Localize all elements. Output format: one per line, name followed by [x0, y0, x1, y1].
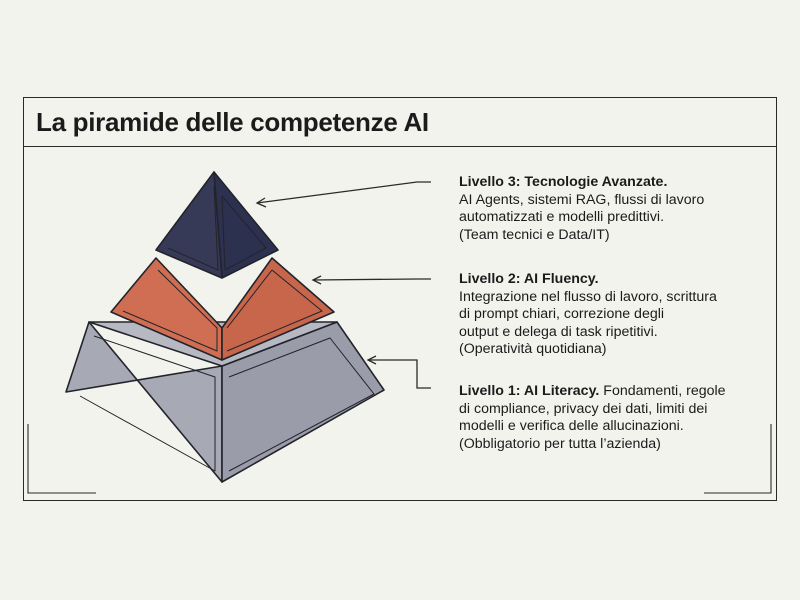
arrow-level-2 [312, 278, 431, 281]
level-3-line-3: (Team tecnici e Data/IT) [459, 226, 610, 243]
level-1-heading: Livello 1: AI Literacy. [459, 383, 600, 399]
level-1-first-line: Livello 1: AI Literacy. Fondamenti, rego… [459, 383, 779, 401]
level-2-heading: Livello 2: AI Fluency. [459, 271, 599, 287]
level-3-description: Livello 3: Tecnologie Avanzate. AI Agent… [459, 174, 779, 244]
arrow-level-3 [256, 181, 431, 204]
level-2-line-1: Integrazione nel flusso di lavoro, scrit… [459, 288, 717, 305]
level-1-description: Livello 1: AI Literacy. Fondamenti, rego… [459, 383, 779, 453]
level-2-line-4: (Operatività quotidiana) [459, 341, 607, 357]
level-2-line-2: di prompt chiari, correzione degli [459, 306, 665, 322]
level-1-line-2: modelli e verifica delle allucinazioni. [459, 418, 684, 434]
page-title: La piramide delle competenze AI [36, 107, 429, 137]
arrow-level-1 [368, 359, 431, 389]
level-2-line-3: output e delega di task ripetitivi. [459, 323, 658, 340]
pyramid-level-3-left-face [155, 171, 223, 279]
level-1-line-1: di compliance, privacy dei dati, limiti … [459, 400, 708, 417]
corner-mark-left [27, 424, 96, 494]
level-1-heading-rest: Fondamenti, regole [599, 383, 726, 399]
level-2-description: Livello 2: AI Fluency. Integrazione nel … [459, 271, 779, 359]
level-3-line-1: AI Agents, sistemi RAG, flussi di lavoro [459, 191, 705, 208]
infographic-card: La piramide delle competenze AI [23, 97, 777, 501]
pyramid-diagram [27, 171, 772, 494]
pyramid-level-2-right-face [221, 257, 335, 361]
title-bar: La piramide delle competenze AI [24, 98, 776, 147]
level-3-line-2: automatizzati e modelli predittivi. [459, 209, 665, 225]
level-1-line-3: (Obbligatorio per tutta l’azienda) [459, 435, 661, 452]
level-3-heading: Livello 3: Tecnologie Avanzate. [459, 174, 668, 190]
corner-mark-right [704, 424, 772, 494]
